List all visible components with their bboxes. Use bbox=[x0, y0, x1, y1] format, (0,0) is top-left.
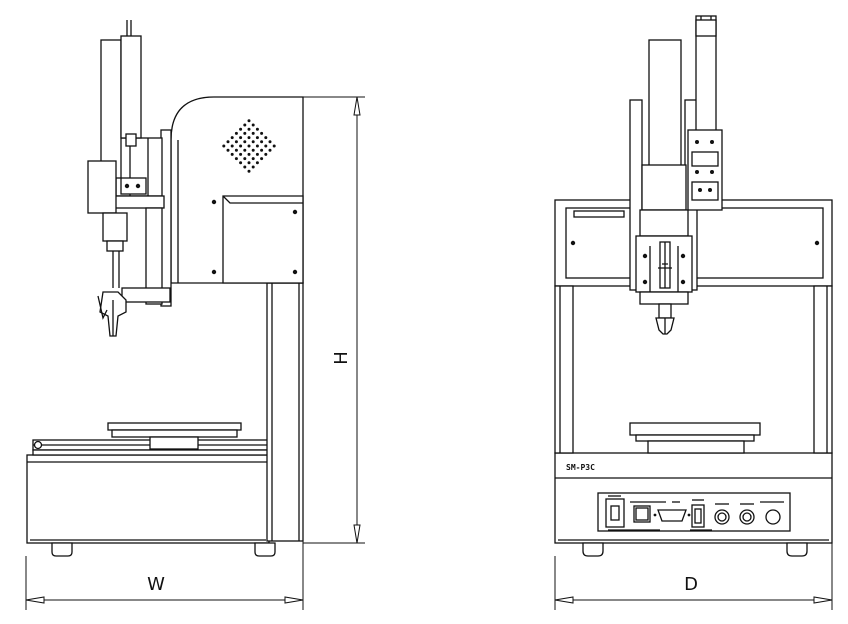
height-label: H bbox=[331, 351, 352, 365]
vent-hole bbox=[251, 140, 255, 144]
vent-hole bbox=[247, 161, 251, 165]
vent-hole bbox=[234, 148, 238, 152]
vent-hole bbox=[251, 157, 255, 161]
panel-micro-labels bbox=[608, 495, 784, 531]
dimension-w: W bbox=[25, 541, 304, 610]
vent-hole bbox=[247, 169, 251, 173]
vent-hole bbox=[251, 148, 255, 152]
side-view bbox=[26, 20, 304, 557]
vent-hole bbox=[272, 144, 276, 148]
vent-hole bbox=[230, 136, 234, 140]
front-leg-left bbox=[554, 285, 574, 454]
vent-hole bbox=[239, 136, 243, 140]
vent-hole bbox=[243, 131, 247, 135]
vent-hole bbox=[239, 161, 243, 165]
vent-hole bbox=[243, 123, 247, 127]
vent-hole bbox=[239, 152, 243, 156]
vent-hole bbox=[260, 131, 264, 135]
vent-hole bbox=[255, 127, 259, 131]
side-foot-right bbox=[254, 542, 276, 557]
vent-hole bbox=[234, 157, 238, 161]
vent-hole bbox=[264, 152, 268, 156]
side-base bbox=[26, 454, 270, 544]
side-cover-plate bbox=[222, 195, 304, 284]
vent-hole bbox=[247, 127, 251, 131]
vent-hole bbox=[226, 140, 230, 144]
vent-hole bbox=[255, 136, 259, 140]
vent-hole bbox=[247, 136, 251, 140]
vent-hole bbox=[239, 127, 243, 131]
vent-hole bbox=[243, 165, 247, 169]
vent-hole bbox=[247, 119, 251, 123]
side-screw-feeder-tube bbox=[120, 35, 142, 139]
side-motor bbox=[87, 160, 117, 214]
vent-hole bbox=[268, 140, 272, 144]
vent-hole bbox=[251, 123, 255, 127]
dimension-h: H bbox=[303, 96, 365, 544]
front-foot-left bbox=[582, 542, 604, 557]
vent-hole bbox=[230, 144, 234, 148]
vent-hole bbox=[251, 165, 255, 169]
knob-3[interactable] bbox=[765, 509, 781, 525]
vent-hole bbox=[247, 144, 251, 148]
vent-hole bbox=[226, 148, 230, 152]
vent-hole bbox=[260, 140, 264, 144]
vent-hole bbox=[255, 144, 259, 148]
depth-label: D bbox=[684, 574, 698, 595]
vent-hole bbox=[268, 148, 272, 152]
vent-hole bbox=[230, 152, 234, 156]
vent-hole bbox=[239, 144, 243, 148]
vent-hole bbox=[260, 157, 264, 161]
vent-grille bbox=[222, 119, 276, 173]
vent-hole bbox=[234, 140, 238, 144]
model-label: SM-P3C bbox=[566, 463, 595, 472]
dimension-d: D bbox=[554, 543, 833, 610]
front-work-table bbox=[629, 422, 761, 436]
serial-port[interactable] bbox=[657, 509, 687, 522]
vent-hole bbox=[234, 131, 238, 135]
vent-hole bbox=[251, 131, 255, 135]
front-leg-right bbox=[813, 285, 833, 454]
vent-hole bbox=[264, 144, 268, 148]
vent-hole bbox=[255, 161, 259, 165]
side-work-table bbox=[107, 422, 242, 431]
front-view: SM-P3C bbox=[554, 15, 833, 557]
vent-hole bbox=[260, 148, 264, 152]
width-label: W bbox=[147, 574, 165, 595]
vent-hole bbox=[255, 152, 259, 156]
vent-hole bbox=[243, 140, 247, 144]
vent-hole bbox=[243, 148, 247, 152]
vent-hole bbox=[247, 152, 251, 156]
front-foot-right bbox=[786, 542, 808, 557]
side-foot-left bbox=[51, 542, 73, 557]
vent-hole bbox=[243, 157, 247, 161]
side-column bbox=[266, 282, 304, 542]
vent-hole bbox=[264, 136, 268, 140]
vent-hole bbox=[222, 144, 226, 148]
